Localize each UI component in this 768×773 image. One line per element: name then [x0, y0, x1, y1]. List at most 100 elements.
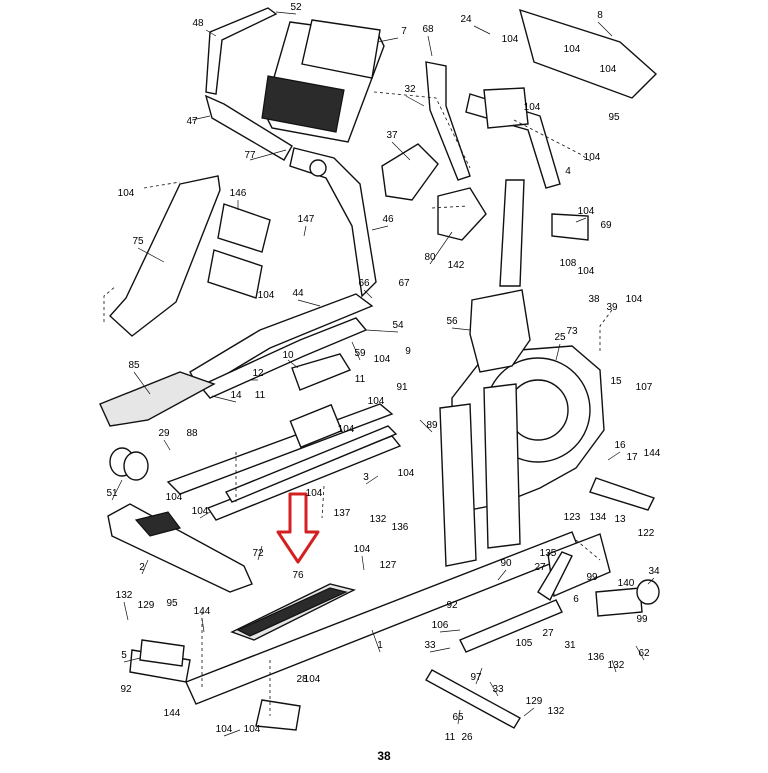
callout-label: 14 [230, 390, 242, 401]
leader-line [363, 289, 373, 299]
callout-label: 33 [492, 684, 504, 695]
callout-label: 92 [446, 600, 458, 611]
leader-line [141, 559, 149, 575]
callout-label: 142 [448, 260, 465, 271]
callout-label: 132 [548, 706, 565, 717]
leader-lines [111, 11, 655, 737]
leader-line [163, 439, 171, 451]
callout-label: 11 [355, 374, 366, 385]
leader-line [497, 569, 507, 581]
callout-label: 66 [358, 278, 370, 289]
rod-65 [425, 669, 521, 729]
pedal-85 [99, 371, 216, 427]
callout-label: 146 [230, 188, 247, 199]
leader-line [211, 395, 237, 403]
callout-label: 32 [404, 84, 416, 95]
leader-line [287, 359, 299, 369]
callout-label: 104 [368, 396, 385, 407]
callout-label: 7 [401, 26, 407, 37]
callout-label: 136 [392, 522, 409, 533]
callout-label: 80 [424, 252, 436, 263]
leader-line [611, 659, 617, 673]
callout-label: 39 [606, 302, 618, 313]
leader-line [371, 225, 389, 231]
callout-label: 6 [573, 594, 579, 605]
callout-label: 38 [588, 294, 600, 305]
callout-label: 135 [540, 548, 557, 559]
callout-label: 104 [564, 44, 581, 55]
console-assembly [261, 19, 385, 143]
callout-label: 1 [377, 640, 383, 651]
leader-line [597, 21, 613, 37]
callout-label: 99 [586, 572, 598, 583]
callout-label: 25 [554, 332, 566, 343]
callout-label: 132 [116, 590, 133, 601]
callout-label: 104 [216, 724, 233, 735]
callout-label: 104 [584, 152, 601, 163]
leader-line [607, 451, 621, 461]
leader-line [191, 115, 211, 121]
callout-label: 108 [560, 258, 577, 269]
handle-bar-48 [205, 7, 278, 95]
pedal-arm-44 [189, 293, 374, 399]
leader-line [419, 419, 433, 433]
leader-line [473, 25, 491, 35]
callout-label: 44 [292, 288, 304, 299]
leader-line [427, 35, 433, 57]
callout-label: 69 [600, 220, 612, 231]
callout-label: 27 [542, 628, 554, 639]
leader-line [275, 11, 297, 15]
callout-label: 104 [118, 188, 135, 199]
callout-label: 8 [597, 10, 603, 21]
wheel-34 [636, 579, 660, 605]
leader-line [249, 149, 287, 161]
callout-label: 75 [132, 236, 144, 247]
callout-label: 104 [578, 206, 595, 217]
callout-label: 106 [432, 620, 449, 631]
callout-label: 104 [600, 64, 617, 75]
leader-line [635, 645, 645, 661]
leader-line [457, 709, 461, 725]
frame-tube-13 [589, 477, 655, 511]
callout-label: 11 [445, 732, 456, 743]
callout-label: 28 [296, 674, 308, 685]
page-number: 38 [377, 749, 391, 763]
crank-105 [459, 551, 573, 653]
upper-arm-32 [425, 61, 561, 189]
leader-line [489, 681, 499, 697]
callout-label: 144 [644, 448, 661, 459]
leader-line [523, 707, 535, 717]
pivot-80 [437, 187, 487, 241]
callout-label: 48 [192, 18, 204, 29]
leader-line [199, 511, 211, 519]
callout-label: 24 [460, 14, 472, 25]
callout-label: 127 [380, 560, 397, 571]
callout-label: 37 [386, 130, 398, 141]
highlighted-part-label: 76 [292, 570, 304, 581]
upright-tube-47 [204, 94, 293, 161]
rail-76 [230, 583, 357, 641]
callout-label: 104 [166, 492, 183, 503]
callout-label: 72 [252, 548, 264, 559]
leader-line [371, 629, 381, 653]
callout-label: 89 [426, 420, 438, 431]
callout-label: 104 [192, 506, 209, 517]
callout-label: 90 [500, 558, 512, 569]
callout-label: 104 [306, 488, 323, 499]
callout-label: 4 [565, 166, 571, 177]
callout-label: 34 [648, 566, 660, 577]
leader-line [365, 329, 399, 333]
leader-line [351, 341, 361, 361]
grip-37 [381, 143, 439, 201]
callout-label: 67 [398, 278, 410, 289]
callout-label: 11 [255, 390, 266, 401]
callout-label: 122 [638, 528, 655, 539]
callout-label: 104 [244, 724, 261, 735]
callout-label: 33 [424, 640, 436, 651]
callout-label: 10 [282, 350, 294, 361]
callout-label: 104 [354, 544, 371, 555]
leader-line [361, 555, 365, 571]
callout-label: 129 [138, 600, 155, 611]
